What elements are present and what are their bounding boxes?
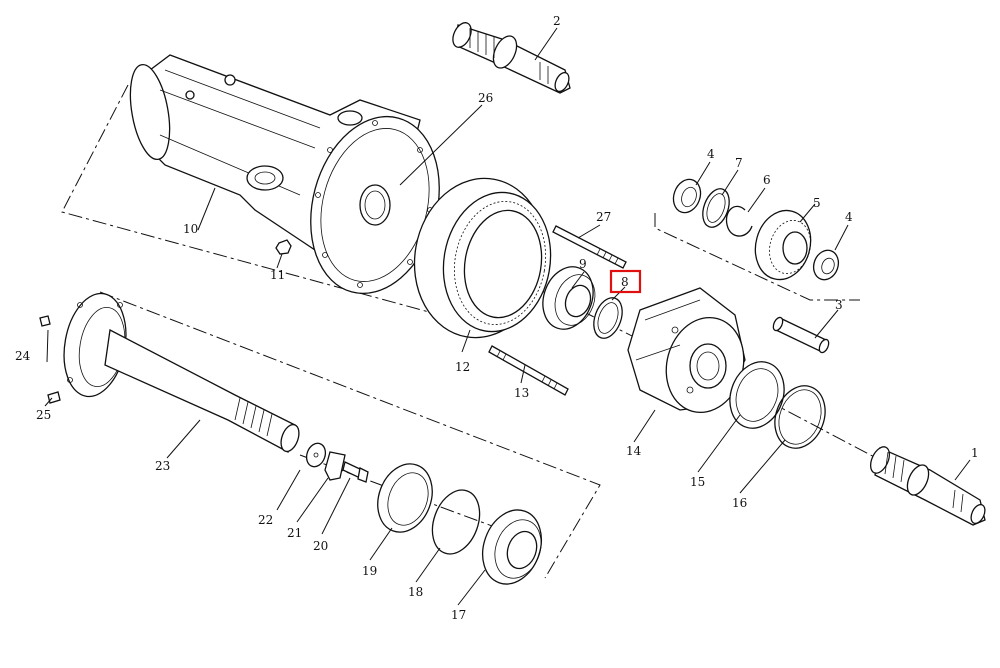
part-25-bolt — [47, 391, 61, 404]
callout-15: 15 — [690, 475, 705, 489]
part-8-snap-ring — [593, 297, 623, 339]
callout-4-lower: 4 — [845, 210, 853, 224]
part-3-pin — [772, 316, 830, 354]
callout-6: 6 — [763, 173, 771, 187]
part-27-stud — [552, 225, 627, 269]
part-22-washer — [305, 442, 327, 468]
part-19-oil-seal — [377, 463, 433, 533]
part-17-bearing — [482, 509, 542, 585]
part-18-ring — [431, 489, 481, 555]
callout-8: 8 — [621, 275, 629, 289]
part-2-splined-shaft — [452, 22, 571, 94]
part-11-nut — [275, 239, 292, 255]
part-26-flange — [310, 115, 440, 295]
callout-17: 17 — [451, 608, 466, 622]
callout-13: 13 — [514, 386, 529, 400]
callout-24: 24 — [15, 349, 31, 363]
callout-9: 9 — [579, 257, 587, 271]
assembly-outline-lower — [99, 291, 601, 579]
assembly-outline-upper — [61, 84, 860, 316]
callout-4-upper: 4 — [707, 147, 715, 161]
callout-18: 18 — [408, 585, 423, 599]
part-5-planet-gear — [754, 209, 812, 281]
callout-14: 14 — [626, 444, 642, 458]
part-13-stud — [488, 345, 569, 396]
part-16-circlip — [774, 385, 826, 449]
callout-10: 10 — [183, 222, 198, 236]
callout-11: 11 — [270, 268, 285, 282]
callout-7: 7 — [735, 156, 743, 170]
callout-26: 26 — [478, 91, 493, 105]
callout-labels: 2 4 7 6 5 4 3 26 10 11 27 9 8 12 13 14 1… — [15, 14, 979, 622]
part-21-lock-tab — [324, 451, 346, 481]
part-24-bolt — [39, 315, 51, 327]
part-9-bearing — [542, 266, 596, 330]
part-23-axle-shaft — [63, 292, 300, 453]
callout-12: 12 — [455, 360, 470, 374]
callout-5: 5 — [813, 196, 821, 210]
part-15-thrust-washer — [729, 361, 785, 429]
part-12-ring-gear — [413, 177, 552, 339]
part-4-bearing-upper — [672, 178, 702, 214]
part-1-splined-shaft — [869, 446, 986, 526]
leader-lines — [44, 27, 971, 606]
callout-2: 2 — [553, 14, 561, 28]
callout-25: 25 — [36, 408, 51, 422]
part-7-ring — [702, 188, 730, 228]
part-6-circlip — [725, 205, 753, 237]
callout-22: 22 — [258, 513, 273, 527]
callout-20: 20 — [313, 539, 328, 553]
callout-21: 21 — [287, 526, 302, 540]
callout-3: 3 — [835, 298, 843, 312]
callout-1: 1 — [971, 446, 979, 460]
callout-27: 27 — [596, 210, 611, 224]
part-20-bolt — [342, 461, 369, 483]
callout-19: 19 — [362, 564, 377, 578]
callout-23: 23 — [155, 459, 170, 473]
part-4-bearing-lower — [812, 249, 840, 281]
callout-16: 16 — [732, 496, 747, 510]
part-14-planet-carrier — [627, 287, 746, 414]
callout-8-highlight-box — [609, 269, 642, 294]
